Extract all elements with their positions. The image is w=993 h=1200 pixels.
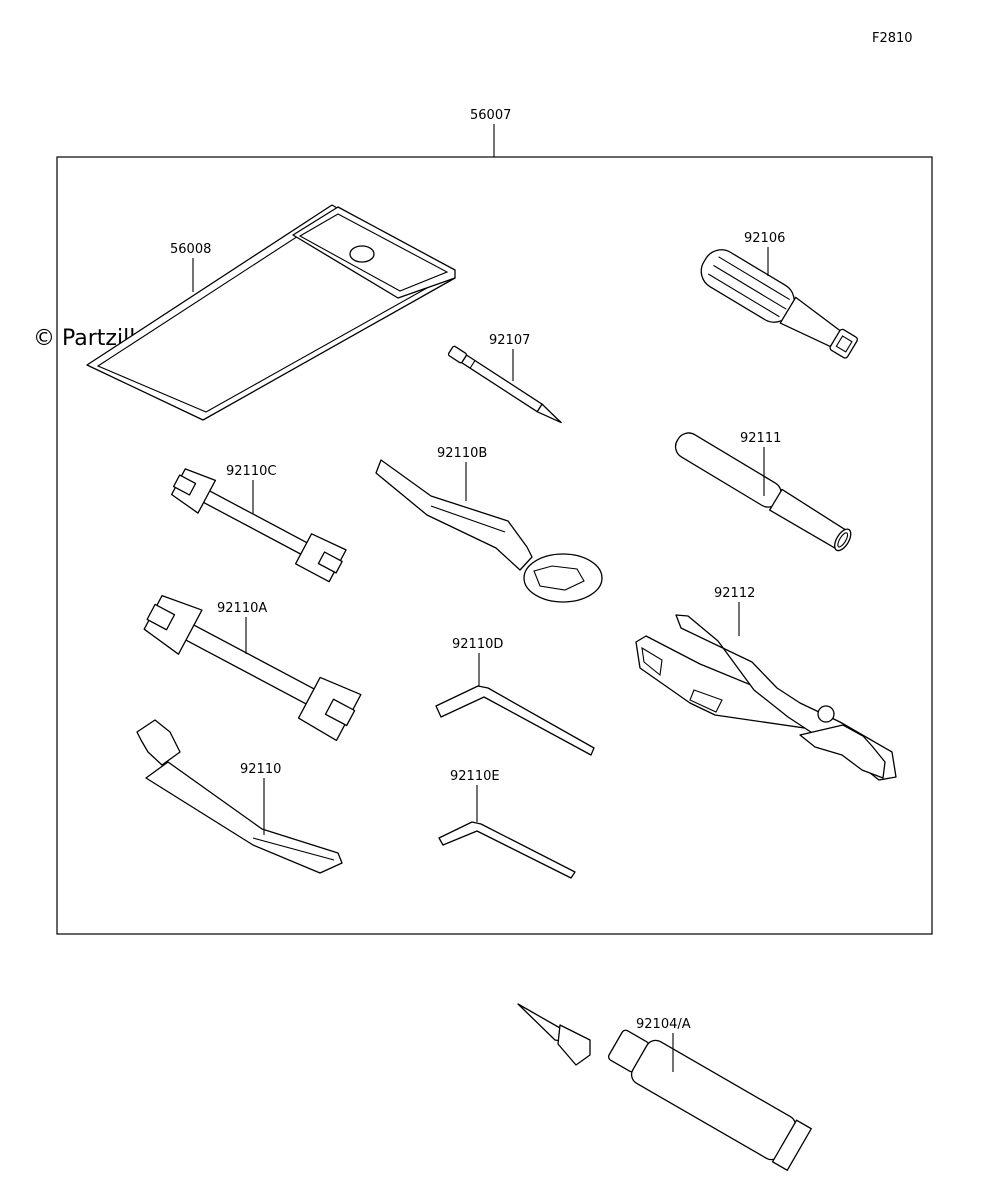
small-open-wrench-drawing — [170, 468, 347, 583]
label-92106[interactable]: 92106 — [744, 231, 785, 246]
screwdriver-handle-drawing — [700, 249, 859, 359]
hex-key-large-drawing — [435, 685, 595, 756]
label-92110C[interactable]: 92110C — [226, 464, 276, 479]
label-92110B[interactable]: 92110B — [437, 446, 487, 461]
large-open-wrench-drawing — [143, 594, 362, 742]
label-92110[interactable]: 92110 — [240, 762, 281, 777]
label-92110A[interactable]: 92110A — [217, 601, 267, 616]
hex-key-small-drawing — [438, 821, 576, 879]
assembly-frame — [56, 156, 933, 935]
hook-spanner-drawing — [136, 719, 343, 874]
label-92110E[interactable]: 92110E — [450, 769, 500, 784]
label-92107[interactable]: 92107 — [489, 333, 530, 348]
ring-spanner-drawing — [375, 459, 603, 603]
pliers-drawing — [635, 614, 897, 781]
screwdriver-bit-drawing — [447, 345, 562, 424]
tool-pouch-drawing — [86, 204, 456, 421]
label-92111[interactable]: 92111 — [740, 431, 781, 446]
extension-bar-drawing — [674, 432, 852, 552]
assembly-label[interactable]: 56007 — [470, 108, 511, 123]
figure-code: F2810 — [872, 31, 913, 46]
label-92112[interactable]: 92112 — [714, 586, 755, 601]
label-92104-A[interactable]: 92104/A — [636, 1017, 691, 1032]
label-92110D[interactable]: 92110D — [452, 637, 503, 652]
label-56008[interactable]: 56008 — [170, 242, 211, 257]
